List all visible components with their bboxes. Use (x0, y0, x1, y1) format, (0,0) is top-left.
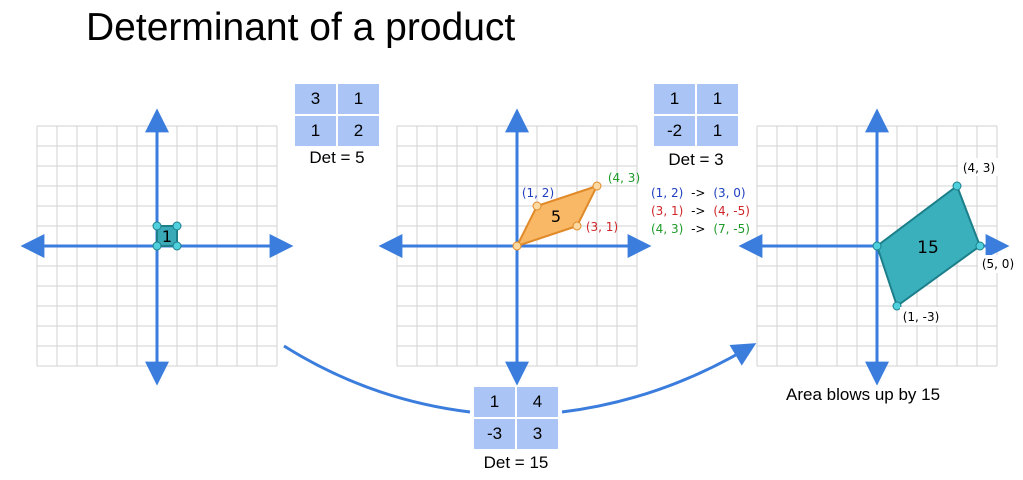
point-mappings: (1, 2) -> (3, 0) (3, 1) -> (4, -5) (4, 3… (651, 186, 750, 236)
point-label-1-neg3: (1, -3) (903, 310, 940, 324)
matrix-a-det-label: Det = 5 (309, 148, 365, 167)
area-caption: Area blows up by 15 (786, 385, 941, 404)
matrix-cell: 1 (295, 116, 336, 146)
grid-1: 1 (20, 108, 294, 386)
unit-square-vertex (172, 221, 182, 231)
mapping-from: (4, 3) (651, 222, 683, 236)
matrix-cell: 2 (338, 116, 379, 146)
matrix-cell: 3 (517, 419, 558, 449)
point-label-3-1: (3, 1) (586, 220, 618, 234)
matrix-cell: 4 (517, 387, 558, 417)
label-backdrop (958, 158, 1000, 176)
matrix-cell: 3 (295, 84, 336, 114)
curved-arrow-right (561, 343, 757, 414)
matrix-cell: 1 (697, 116, 738, 146)
product-vertex (872, 241, 882, 251)
point-label-4-3: (4, 3) (608, 171, 640, 185)
matrix-cell: 1 (654, 84, 695, 114)
mapping-from: (1, 2) (651, 186, 683, 200)
matrix-cell: 1 (474, 387, 515, 417)
mapping-to: (7, -5) (713, 222, 750, 236)
product-vertex (975, 241, 985, 251)
mapping-arrow: -> (691, 204, 705, 218)
unit-square (156, 225, 178, 247)
matrix-cell: 1 (697, 84, 738, 114)
grid-2: 5 (1, 2) (4, 3) (3, 1) (378, 108, 652, 386)
parallelogram-area-label: 5 (551, 207, 561, 226)
parallelogram-vertex (592, 181, 602, 191)
mapping-from: (3, 1) (651, 204, 683, 218)
point-label-5-0: (5, 0) (982, 257, 1014, 271)
product-vertex (892, 301, 902, 311)
matrix-b-det-label: Det = 3 (668, 150, 724, 169)
point-label-1-2: (1, 2) (522, 186, 554, 200)
matrix-product-det-label: Det = 15 (483, 453, 549, 472)
matrix-cell: -2 (654, 116, 695, 146)
product-vertex (952, 181, 962, 191)
unit-square-vertex (152, 241, 162, 251)
mapping-to: (4, -5) (713, 204, 750, 218)
grid-3: 15 (4, 3) (5, 0) (1, -3) (738, 108, 1018, 386)
product-area-label: 15 (917, 238, 939, 258)
label-backdrop (978, 255, 1018, 273)
mapping-row: (4, 3) -> (7, -5) (651, 222, 750, 236)
matrix-cell: -3 (474, 419, 515, 449)
mapping-arrow: -> (691, 186, 705, 200)
matrix-b: 1 1 -2 1 (654, 84, 738, 146)
mapping-row: (3, 1) -> (4, -5) (651, 204, 750, 218)
unit-square-area-label: 1 (162, 227, 172, 246)
curved-arrow-left (283, 344, 471, 414)
mapping-arrow: -> (691, 222, 705, 236)
label-backdrop (900, 307, 942, 325)
page-title: Determinant of a product (86, 6, 516, 49)
parallelogram-vertex (532, 201, 542, 211)
mapping-row: (1, 2) -> (3, 0) (651, 186, 746, 200)
matrix-cell: 1 (338, 84, 379, 114)
unit-square-vertex (152, 221, 162, 231)
parallelogram-vertex (512, 241, 522, 251)
matrix-a: 3 1 1 2 (295, 84, 379, 146)
parallelogram-vertex (572, 221, 582, 231)
matrix-product: 1 4 -3 3 (474, 387, 558, 449)
mapping-to: (3, 0) (713, 186, 745, 200)
point-label-4-3: (4, 3) (963, 161, 995, 175)
unit-square-vertex (172, 241, 182, 251)
